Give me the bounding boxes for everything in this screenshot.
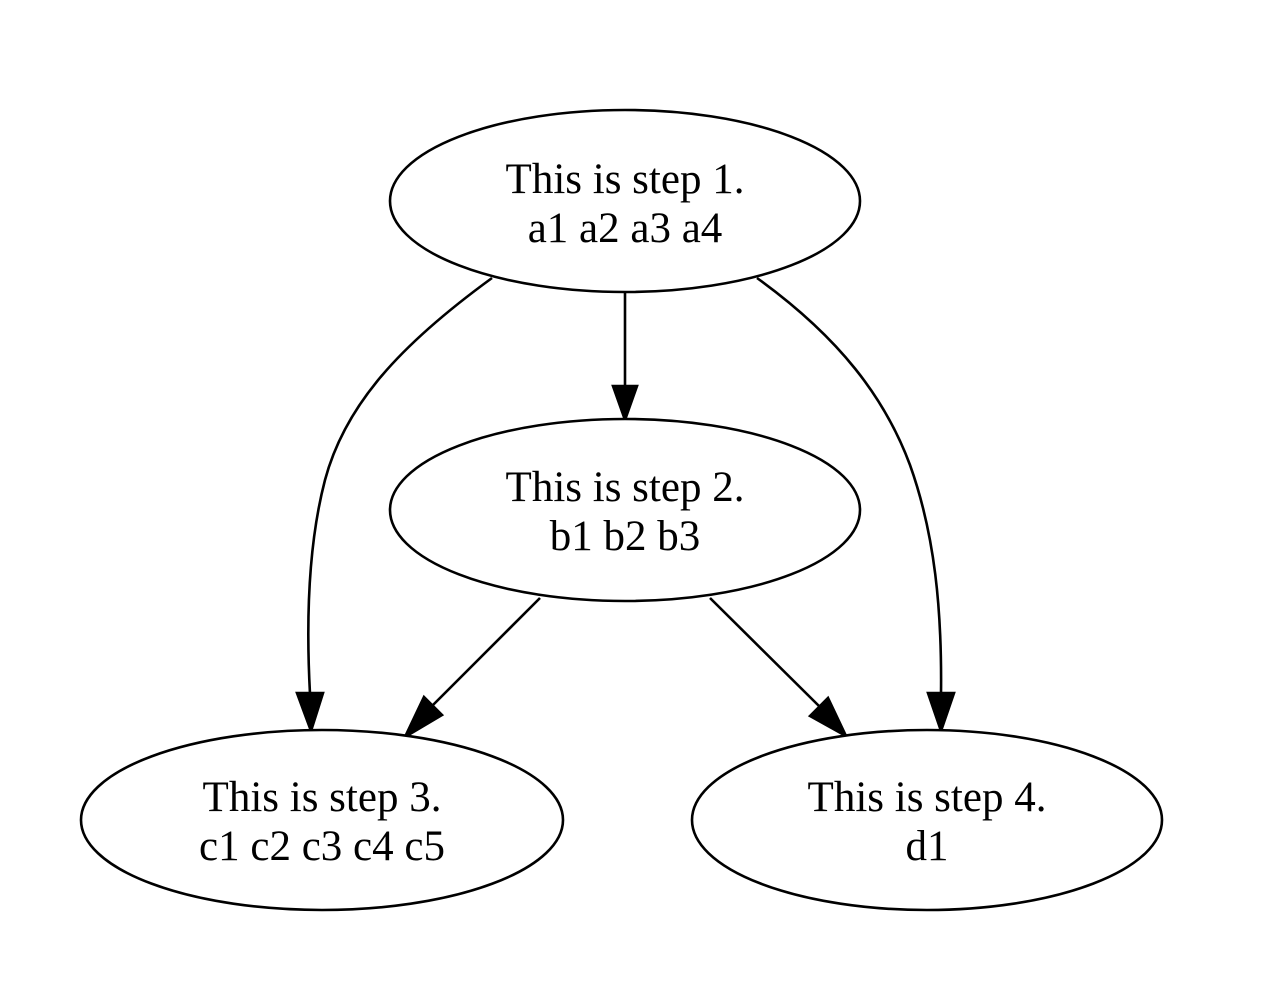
node-step1-items: a1 a2 a3 a4 xyxy=(528,205,723,252)
node-step3: This is step 3. c1 c2 c3 c4 c5 xyxy=(79,728,565,912)
edge-step2-step4 xyxy=(709,597,849,740)
node-step1-ellipse xyxy=(388,108,862,294)
edge-step1-step2 xyxy=(611,292,639,424)
edge-step1-step3 xyxy=(295,276,493,736)
node-step4: This is step 4. d1 xyxy=(690,728,1164,912)
node-step4-ellipse xyxy=(690,728,1164,912)
node-step3-ellipse xyxy=(79,728,565,912)
edge-step2-step3 xyxy=(401,597,541,741)
node-step2-items: b1 b2 b3 xyxy=(550,513,701,560)
node-step3-title: This is step 3. xyxy=(203,774,442,821)
node-step2: This is step 2. b1 b2 b3 xyxy=(388,417,862,603)
node-step1-title: This is step 1. xyxy=(506,156,745,203)
node-step3-items: c1 c2 c3 c4 c5 xyxy=(199,823,445,870)
node-step1: This is step 1. a1 a2 a3 a4 xyxy=(388,108,862,294)
node-step2-title: This is step 2. xyxy=(506,464,745,511)
node-step2-ellipse xyxy=(388,417,862,603)
edge-step1-step4 xyxy=(756,276,956,736)
node-step4-title: This is step 4. xyxy=(808,774,1047,821)
edges xyxy=(295,276,956,741)
node-step4-items: d1 xyxy=(906,823,949,870)
